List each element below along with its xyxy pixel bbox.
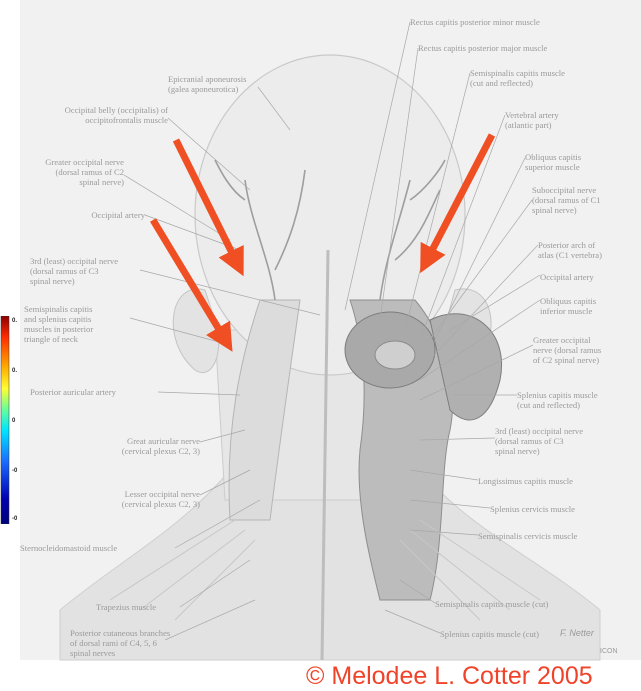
label-posterior-auricular-artery: Posterior auricular artery bbox=[30, 387, 116, 397]
label-greater-occipital-nerve-left: Greater occipital nerve (dorsal ramus of… bbox=[20, 157, 124, 187]
label-posterior-arch-atlas: Posterior arch of atlas (C1 vertebra) bbox=[538, 240, 602, 260]
label-epicranial-aponeurosis: Epicranial aponeurosis (galea aponeuroti… bbox=[168, 74, 247, 94]
label-third-occipital-nerve-left: 3rd (least) occipital nerve (dorsal ramu… bbox=[30, 256, 118, 286]
label-semispinalis-cut-reflected: Semispinalis capitis muscle (cut and ref… bbox=[470, 68, 565, 88]
arrow-left-lower bbox=[153, 220, 226, 341]
label-rectus-minor: Rectus capitis posterior minor muscle bbox=[410, 17, 540, 27]
color-scale-bar bbox=[0, 316, 12, 524]
label-obliquus-superior: Obliquus capitis superior muscle bbox=[525, 152, 581, 172]
label-occipital-artery-right: Occipital artery bbox=[540, 272, 594, 282]
label-occipital-belly: Occipital belly (occipitalis) of occipit… bbox=[20, 105, 168, 125]
label-semispinalis-capitis-cut: Semispinalis capitis muscle (cut) bbox=[435, 599, 548, 609]
label-longissimus-capitis: Longissimus capitis muscle bbox=[478, 476, 573, 486]
label-splenius-cervicis: Splenius cervicis muscle bbox=[490, 504, 575, 514]
label-sternocleidomastoid: Sternocleidomastoid muscle bbox=[20, 543, 117, 553]
credit-text: © Melodee L. Cotter 2005 bbox=[306, 662, 593, 691]
label-occipital-artery-left: Occipital artery bbox=[20, 210, 145, 220]
scale-tick-2: 0. bbox=[12, 368, 17, 374]
arrow-left-upper bbox=[176, 140, 238, 265]
label-great-auricular-nerve: Great auricular nerve (cervical plexus C… bbox=[20, 436, 200, 456]
label-rectus-major: Rectus capitis posterior major muscle bbox=[418, 43, 547, 53]
copyright-mark: ICON bbox=[600, 648, 618, 655]
label-greater-occipital-nerve-right: Greater occipital nerve (dorsal ramus of… bbox=[533, 335, 601, 365]
scale-tick-3: 0 bbox=[12, 418, 15, 424]
label-semispinalis-splenius: Semispinalis capitis and splenius capiti… bbox=[24, 304, 93, 344]
label-posterior-cutaneous: Posterior cutaneous branches of dorsal r… bbox=[70, 628, 170, 658]
label-third-occipital-nerve-right: 3rd (least) occipital nerve (dorsal ramu… bbox=[495, 426, 583, 456]
scale-tick-1: 0. bbox=[12, 318, 17, 324]
scale-tick-5: -0 bbox=[12, 516, 17, 522]
label-trapezius: Trapezius muscle bbox=[96, 602, 156, 612]
label-suboccipital-nerve: Suboccipital nerve (dorsal ramus of C1 s… bbox=[532, 185, 601, 215]
label-lesser-occipital-nerve: Lesser occipital nerve (cervical plexus … bbox=[20, 489, 200, 509]
arrow-right bbox=[426, 135, 492, 262]
label-splenius-capitis-cut: Splenius capitis muscle (cut) bbox=[440, 629, 539, 639]
label-semispinalis-cervicis: Semispinalis cervicis muscle bbox=[478, 531, 577, 541]
label-splenius-cut-reflected: Splenius capitis muscle (cut and reflect… bbox=[517, 390, 598, 410]
artist-signature: F. Netter bbox=[560, 628, 594, 638]
scale-tick-4: -0 bbox=[12, 468, 17, 474]
label-vertebral-artery: Vertebral artery (atlantic part) bbox=[505, 110, 559, 130]
label-obliquus-inferior: Obliquus capitis inferior muscle bbox=[540, 296, 596, 316]
